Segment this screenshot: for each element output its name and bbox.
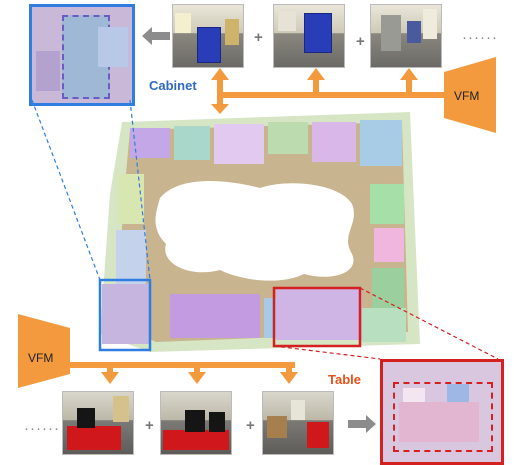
plus-sign-4: + — [246, 417, 255, 434]
plus-sign-1: + — [254, 29, 263, 46]
table-label: Table — [328, 372, 361, 387]
office-photo-table-2 — [160, 391, 232, 455]
office-photo-cabinet-2 — [273, 4, 345, 68]
ellipsis-bottom: ······ — [24, 420, 60, 437]
gray-arrow-right-icon — [348, 415, 376, 433]
plus-sign-3: + — [145, 417, 154, 434]
office-photo-cabinet-3 — [370, 4, 442, 68]
office-photo-table-1 — [62, 391, 134, 455]
vfm-label-bottom: VFM — [28, 351, 54, 365]
bottom-vfm-arrows — [18, 314, 298, 388]
top-vfm-arrows — [211, 57, 496, 133]
plus-sign-2: + — [356, 33, 365, 50]
office-photo-cabinet-1 — [172, 4, 244, 68]
office-photo-table-3 — [262, 391, 334, 455]
gray-arrow-left-icon — [142, 27, 170, 45]
vfm-label-top: VFM — [454, 89, 480, 103]
cabinet-zoom-view — [29, 4, 135, 106]
ellipsis-top: ······ — [462, 29, 498, 46]
scene-point-cloud — [98, 112, 420, 352]
table-zoom-view — [380, 359, 504, 465]
cabinet-label: Cabinet — [149, 78, 197, 93]
